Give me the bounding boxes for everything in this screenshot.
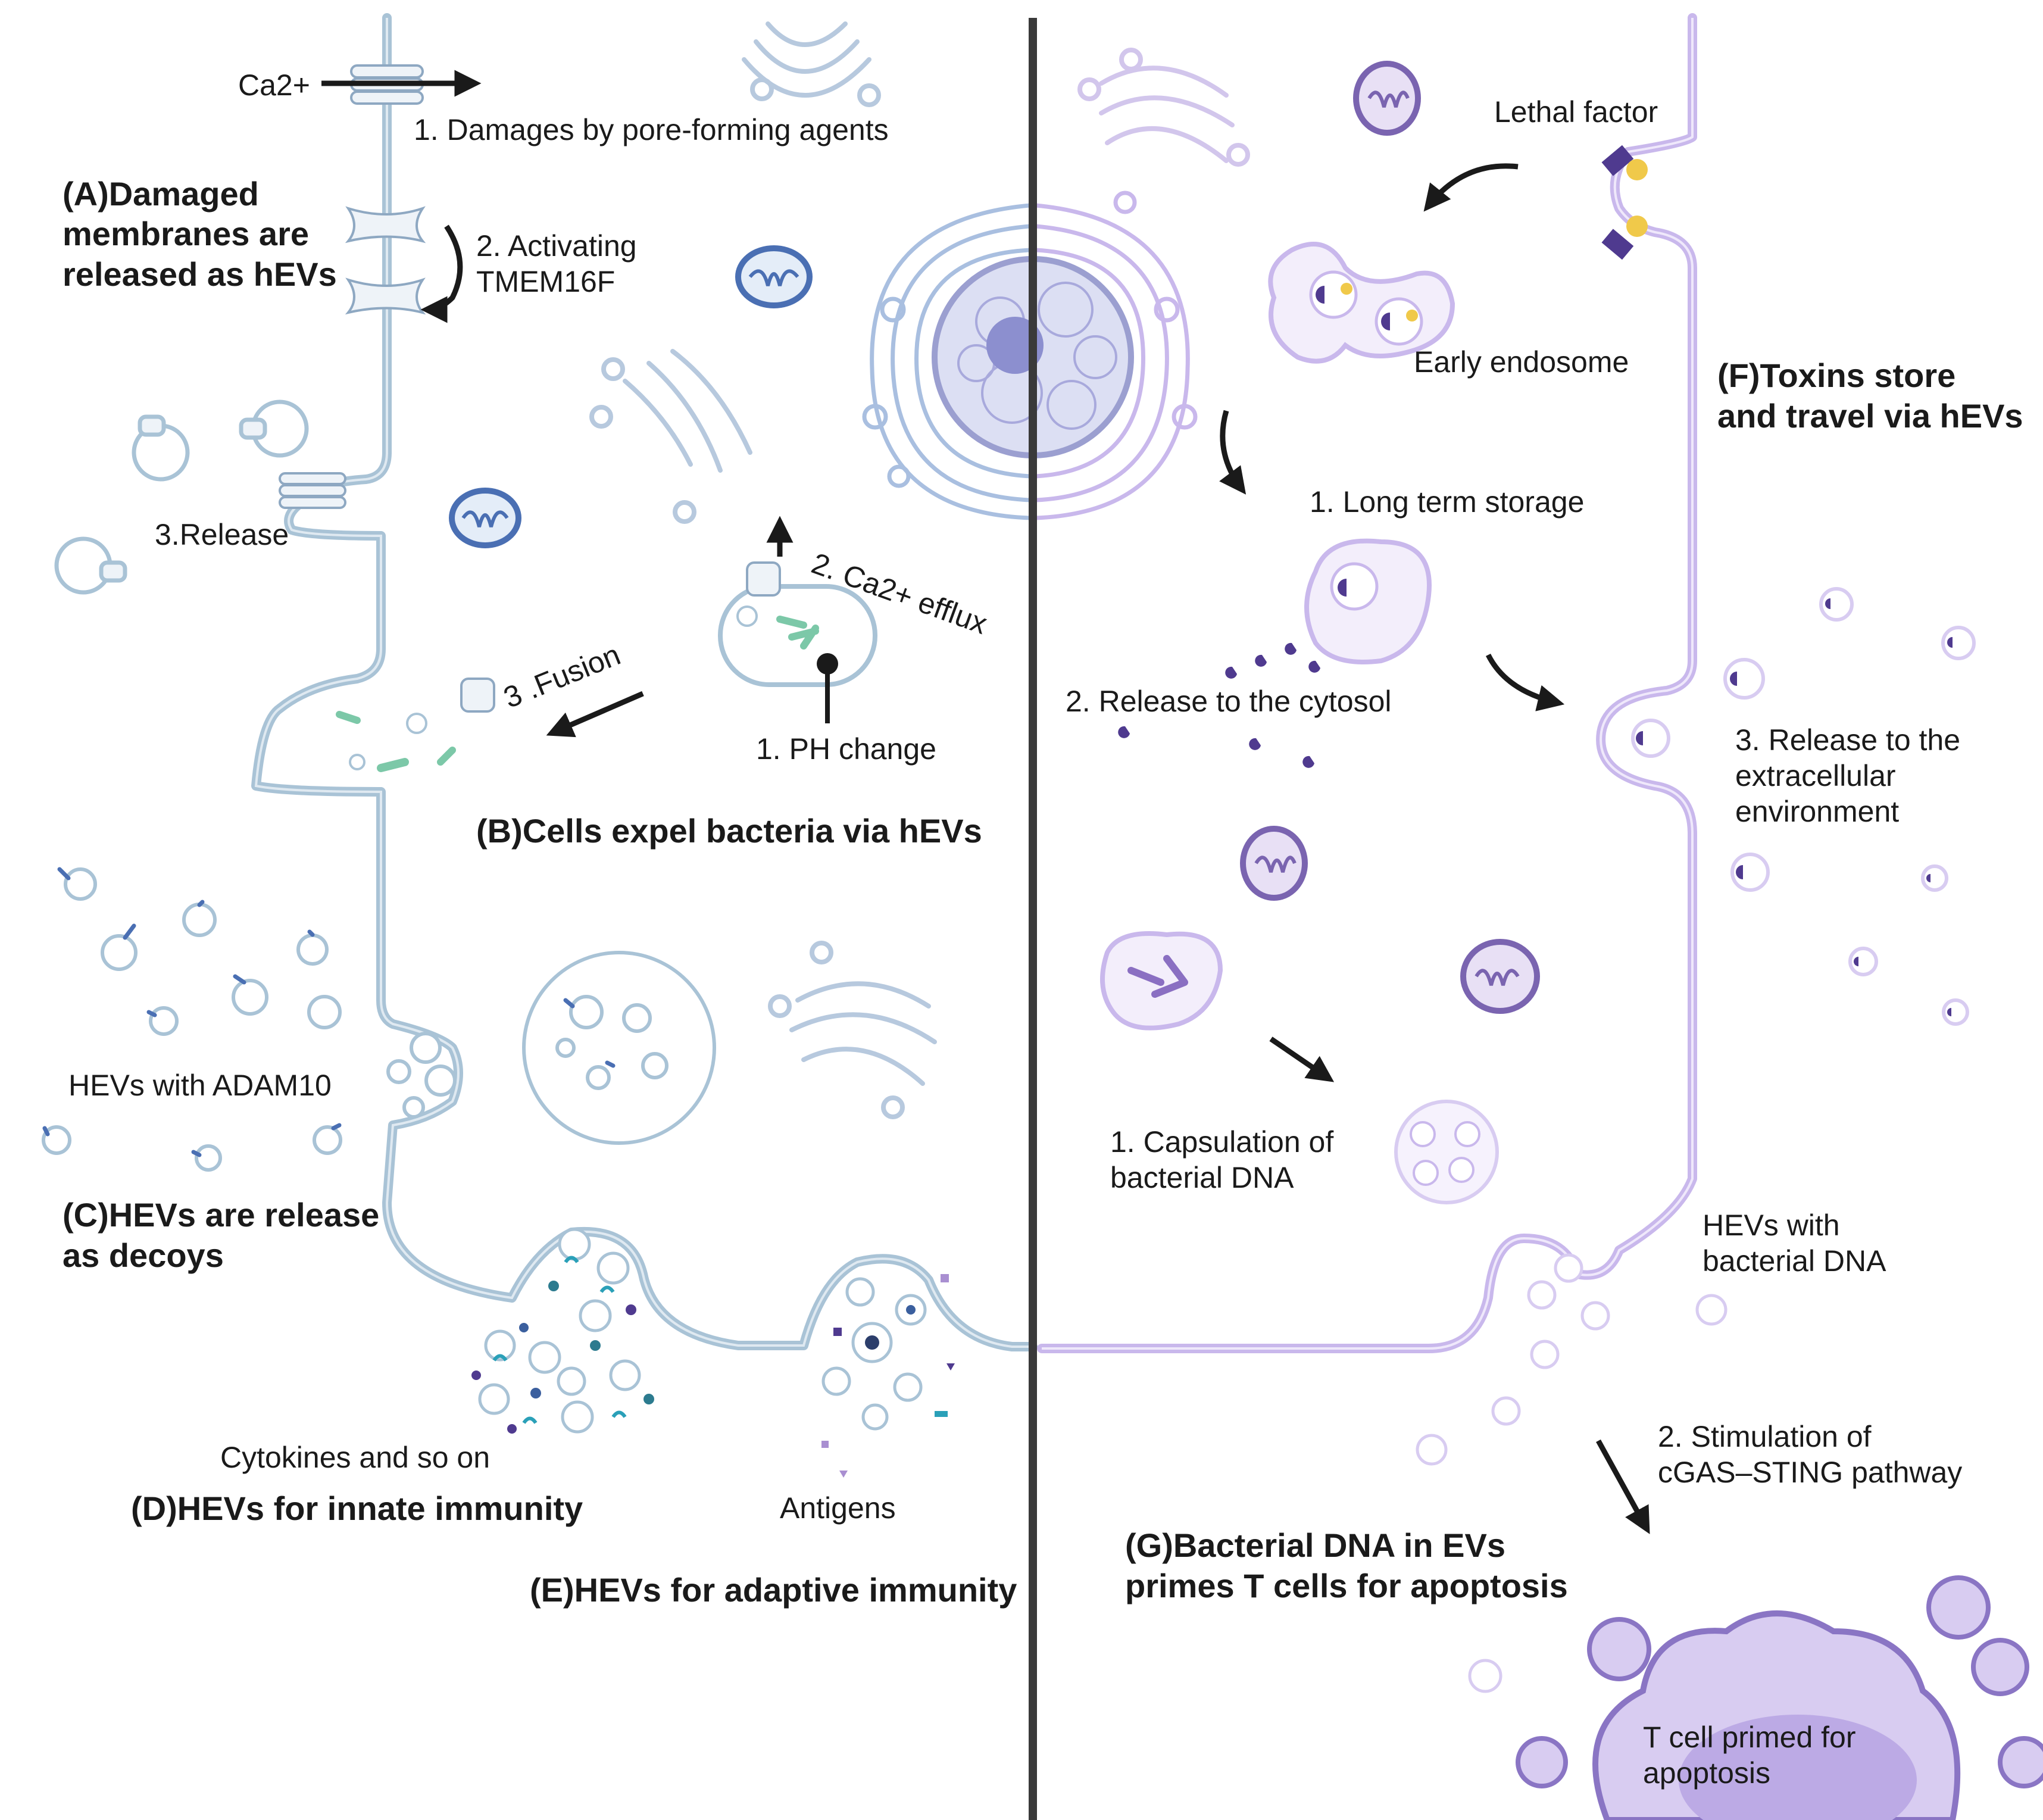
section-e-title: (E)HEVs for adaptive immunity xyxy=(530,1571,1017,1609)
lethal-factor-label: Lethal factor xyxy=(1494,95,1658,129)
adam10-hevs xyxy=(42,867,716,1172)
early-endosome xyxy=(1268,242,1455,364)
section-b-title: (B)Cells expel bacteria via hEVs xyxy=(476,812,982,850)
golgi-mid-left xyxy=(589,349,752,524)
adam10-proteins xyxy=(42,867,616,1157)
bacterium-containing-vacuole xyxy=(718,561,877,723)
left-membrane-inner-line xyxy=(254,18,1033,1348)
arrows xyxy=(321,70,1650,1534)
hevs-dna-label-1: HEVs with xyxy=(1702,1209,1840,1242)
antigen-particles xyxy=(821,1274,955,1478)
section-g-title-1: (G)Bacterial DNA in EVs xyxy=(1125,1526,1505,1564)
section-a-title-3: released as hEVs xyxy=(63,255,337,293)
section-a-step2-2: TMEM16F xyxy=(476,265,615,298)
dna-capsule-vesicle xyxy=(1394,1100,1499,1204)
section-f-title-2: and travel via hEVs xyxy=(1717,397,2023,435)
section-f-step2: 2. Release to the cytosol xyxy=(1066,685,1392,718)
section-f-step3-1: 3. Release to the xyxy=(1735,723,1960,757)
section-b-step1: 1. PH change xyxy=(756,732,936,766)
nucleus-er-left xyxy=(862,203,1030,520)
fusion-vesicle-contents xyxy=(336,678,495,772)
section-c-title-1: (C)HEVs are release xyxy=(63,1196,379,1234)
cytokine-hevs xyxy=(478,1228,641,1434)
section-a-step2-1: 2. Activating xyxy=(476,229,637,263)
section-g-title-2: primes T cells for apoptosis xyxy=(1125,1567,1568,1604)
bacterium-in-vacuole xyxy=(1100,931,1223,1031)
released-hev-vesicles xyxy=(54,399,309,595)
mitochondrion-purple-2 xyxy=(1240,826,1308,901)
section-d-title: (D)HEVs for innate immunity xyxy=(131,1490,583,1527)
antigen-hevs xyxy=(821,1277,927,1431)
early-endosome-label: Early endosome xyxy=(1414,345,1629,379)
extracellular-toxin-cargo xyxy=(1636,598,1953,1016)
released-toxin-particles xyxy=(1118,642,1320,768)
anthrax-toxin-receptors xyxy=(1601,145,1648,260)
section-b-step3: 3 .Fusion xyxy=(499,638,625,714)
section-f-title-1: (F)Toxins store xyxy=(1717,357,1955,394)
section-d-label: Cytokines and so on xyxy=(220,1441,490,1474)
golgi-bottom-left xyxy=(768,941,937,1119)
t-cell xyxy=(1516,1575,2043,1820)
dna-hevs xyxy=(1416,1253,1728,1693)
section-g-step1-2: bacterial DNA xyxy=(1110,1161,1294,1194)
t-cell-label-2: apoptosis xyxy=(1643,1756,1770,1790)
extracellular-toxin-hevs xyxy=(1631,587,1976,1026)
mitochondrion-blue-1 xyxy=(735,245,813,308)
section-a-step3: 3.Release xyxy=(155,518,289,551)
section-a-title-2: membranes are xyxy=(63,215,309,252)
golgi-top-right xyxy=(1077,48,1250,167)
section-g-step1-1: 1. Capsulation of xyxy=(1110,1125,1333,1159)
t-cell-label-1: T cell primed for xyxy=(1643,1721,1856,1754)
released-vesicle-channel-icon xyxy=(279,472,346,509)
golgi-top-left xyxy=(742,21,881,107)
section-f-step1: 1. Long term storage xyxy=(1310,485,1584,519)
section-a-step1: 1. Damages by pore-forming agents xyxy=(414,113,889,146)
mitochondrion-purple-1 xyxy=(1353,61,1421,136)
section-a-title-1: (A)Damaged xyxy=(63,175,259,213)
mitochondrion-purple-3 xyxy=(1460,939,1540,1014)
section-c-label: HEVs with ADAM10 xyxy=(68,1069,332,1102)
section-f-step3-2: extracellular xyxy=(1735,759,1896,792)
right-membrane-inner-line xyxy=(1042,18,1694,1350)
section-e-label: Antigens xyxy=(780,1491,896,1525)
nucleus-er-right xyxy=(1035,191,1198,520)
cytokine-particles xyxy=(471,1256,654,1434)
section-g-step2-2: cGAS–STING pathway xyxy=(1658,1456,1962,1489)
section-c-title-2: as decoys xyxy=(63,1237,224,1274)
tmem16f-icon xyxy=(345,206,426,315)
section-g-step2-1: 2. Stimulation of xyxy=(1658,1420,1872,1453)
storage-endosome xyxy=(1304,538,1432,664)
ca-ion-label: Ca2+ xyxy=(238,68,310,102)
hevs-dna-label-2: bacterial DNA xyxy=(1702,1244,1886,1278)
mitochondrion-blue-2 xyxy=(449,488,521,548)
section-f-step3-3: environment xyxy=(1735,795,1899,828)
